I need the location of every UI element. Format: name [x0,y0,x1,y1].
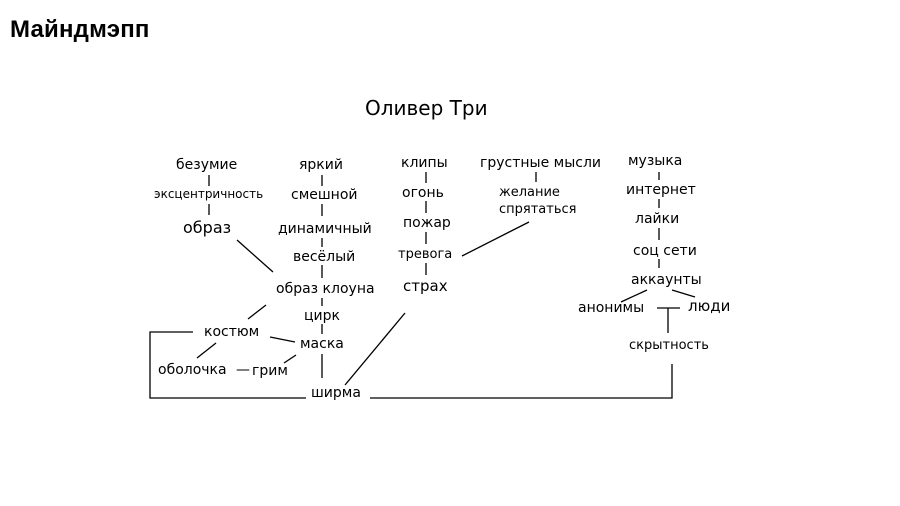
node-makeup: грим [252,363,288,379]
node-image: образ [183,218,232,237]
node-fire-1: огонь [402,185,444,201]
node-screen: ширма [311,385,361,401]
connector [671,289,696,298]
mindmap-center: Оливер Три [365,96,488,120]
node-madness: безумие [176,157,238,173]
node-social: соц сети [633,243,697,259]
connector [344,312,406,386]
connector [247,304,267,320]
node-cheerful: весёлый [293,249,356,265]
node-accounts: аккаунты [631,272,702,288]
node-anonymous: анонимы [578,300,645,316]
node-fear: страх [403,277,448,295]
slide-title: Майндмэпп [10,16,150,43]
node-eccentricity: эксцентричность [154,187,264,201]
node-people: люди [688,297,731,315]
node-bright: яркий [299,157,343,173]
connector [269,336,296,343]
node-shell: оболочка [158,362,227,378]
node-likes: лайки [635,211,680,227]
node-fire-2: пожар [403,215,451,231]
node-music: музыка [628,153,683,169]
node-circus: цирк [304,308,340,324]
node-sad-thoughts: грустные мысли [480,155,602,171]
node-costume: костюм [204,324,260,340]
connector [461,221,530,257]
node-dynamic: динамичный [278,221,372,237]
node-mask: маска [300,336,344,352]
node-internet: интернет [626,182,696,198]
node-funny: смешной [291,187,358,203]
connector [370,364,673,399]
connector [620,289,648,303]
connector [236,239,274,273]
connector [196,342,217,359]
dash-connector: — [236,362,250,378]
node-clips: клипы [401,155,448,171]
connector [149,331,306,399]
node-secrecy: скрытность [629,338,709,353]
connector [283,354,297,364]
node-clown-image: образ клоуна [276,281,375,297]
node-anxiety: тревога [398,247,453,262]
node-want-hide: желание спрятаться [499,185,577,217]
